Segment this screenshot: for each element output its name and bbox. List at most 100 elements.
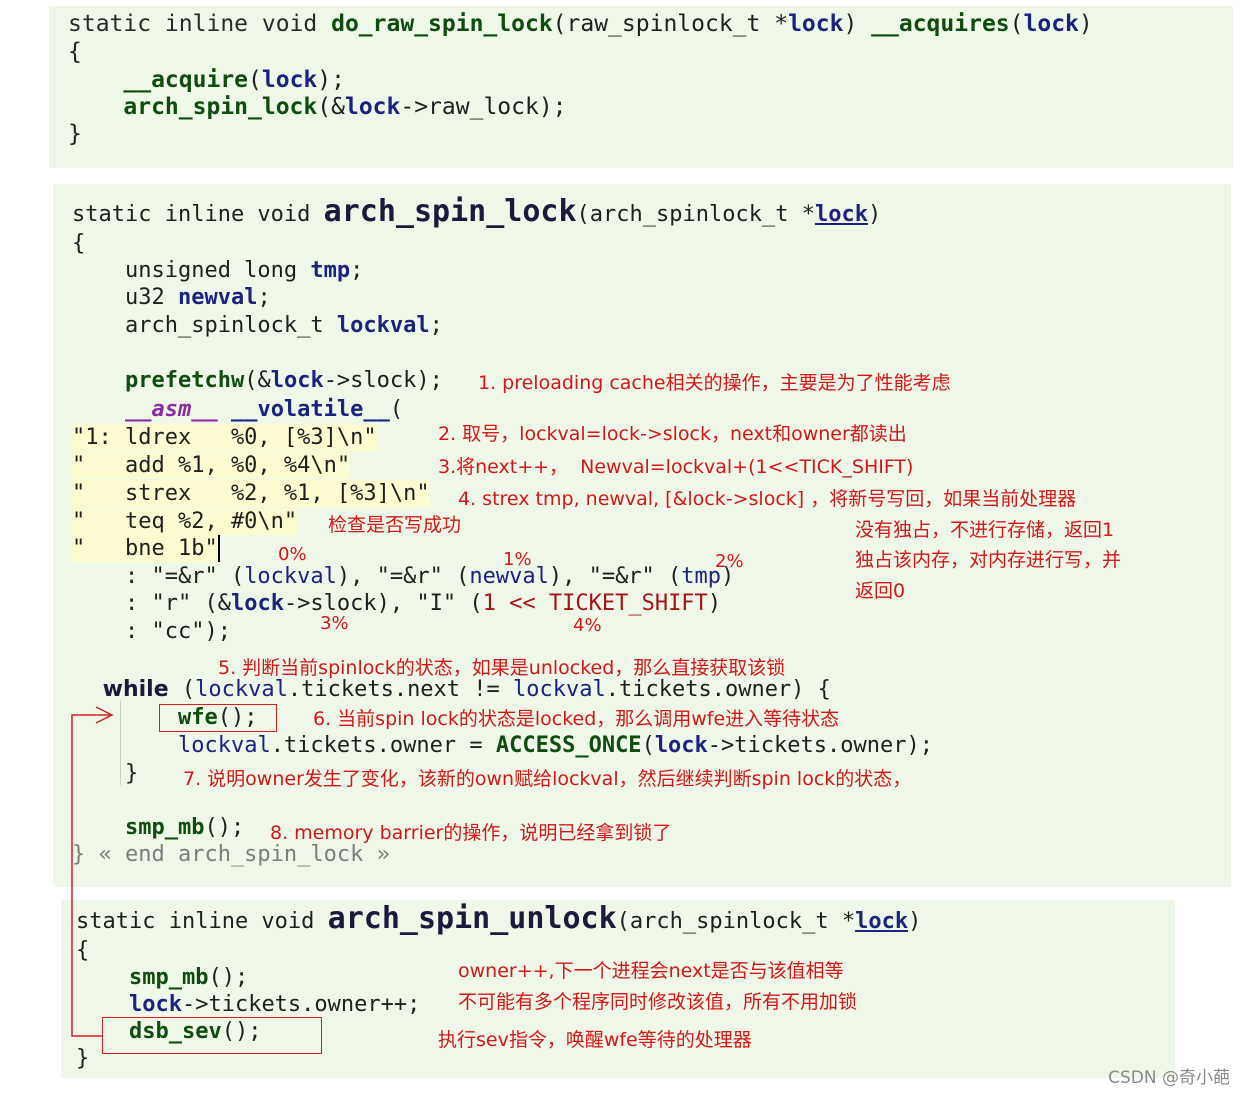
- code-token: (arch_spinlock_t *: [576, 202, 815, 227]
- code-block-do-raw-spin-lock: static inline void do_raw_spin_lock(raw_…: [68, 11, 1228, 161]
- code-token: (: [168, 677, 196, 702]
- code-token: lock: [1023, 11, 1079, 37]
- operand-label-3: 3%: [320, 613, 349, 634]
- code-token: __volatile__: [230, 397, 390, 422]
- code-token: __asm__: [124, 397, 218, 422]
- code-line: __asm__ __volatile__(: [72, 396, 403, 423]
- code-token: ACCESS_ONCE: [495, 733, 642, 758]
- code-line: lockval.tickets.owner = ACCESS_ONCE(lock…: [72, 732, 933, 759]
- code-panel-do-raw-spin-lock: [49, 6, 1233, 168]
- code-token: [72, 368, 125, 393]
- code-token: static inline void: [72, 202, 324, 227]
- code-token: : "=&r" (: [72, 564, 245, 589]
- code-token: ();: [204, 815, 245, 840]
- code-token: arch_spin_lock: [123, 94, 318, 120]
- asm-line: " add %1, %0, %4\n": [72, 452, 351, 479]
- annotation-8: 8. memory barrier的操作，说明已经拿到锁了: [270, 822, 672, 844]
- operand-label-4: 4%: [573, 615, 602, 636]
- code-token: lock: [230, 591, 284, 616]
- code-token: [76, 965, 129, 990]
- asm-line: "1: ldrex %0, [%3]\n": [72, 424, 377, 451]
- code-line: {: [68, 39, 82, 66]
- code-block-arch-spin-lock: static inline void arch_spin_lock(arch_s…: [72, 190, 1222, 880]
- code-token: ): [843, 11, 872, 37]
- code-token: tmp: [681, 564, 722, 589]
- annotation-4d: 返回0: [855, 580, 906, 602]
- code-token: lock: [855, 909, 909, 934]
- annotation-4b: 没有独占，不进行存储，返回1: [855, 519, 1115, 541]
- code-token: lock: [814, 202, 868, 227]
- code-token: }: [68, 121, 82, 147]
- code-token: ;: [429, 313, 443, 338]
- code-token: ->tickets.owner++;: [181, 992, 421, 1017]
- code-token: [72, 815, 125, 840]
- code-token: lock: [128, 992, 182, 1017]
- code-token: prefetchw: [124, 368, 245, 393]
- code-line: : "=&r" (lockval), "=&r" (newval), "=&r"…: [72, 563, 734, 590]
- code-line: dsb_sev();: [76, 1018, 261, 1045]
- code-token: 1 <<: [482, 591, 549, 616]
- code-token: dsb_sev: [128, 1019, 222, 1044]
- code-line: lock->tickets.owner++;: [76, 991, 420, 1018]
- code-line: while (lockval.tickets.next != lockval.t…: [72, 676, 831, 703]
- code-line: } « end arch_spin_lock »: [72, 842, 390, 867]
- code-token: {: [68, 39, 82, 65]
- wfe-highlight-box: [159, 704, 277, 732]
- function-name: arch_spin_lock: [323, 194, 577, 229]
- code-token: ;: [350, 258, 364, 283]
- code-line: {: [72, 231, 86, 256]
- code-line: wfe();: [72, 704, 258, 731]
- code-token: lockval: [177, 733, 271, 758]
- code-token: ): [1078, 11, 1093, 37]
- code-token: [72, 733, 178, 758]
- watermark: CSDN @奇小葩: [1108, 1068, 1230, 1088]
- annotation-7: 7. 说明owner发生了变化，该新的own赋给lockval，然后继续判断sp…: [183, 768, 912, 790]
- code-token: lock: [270, 368, 324, 393]
- code-line: arch_spinlock_t lockval;: [72, 312, 443, 339]
- code-token: while: [72, 677, 169, 702]
- fold-guide-line: [120, 700, 121, 785]
- code-token: ->slock), "I" (: [283, 591, 483, 616]
- code-panel-arch-spin-unlock: [61, 900, 1175, 1078]
- code-token: lock: [261, 67, 318, 93]
- code-line: __acquire(lock);: [68, 67, 345, 94]
- code-token: (: [641, 733, 655, 758]
- code-line: static inline void do_raw_spin_lock(raw_…: [68, 11, 1093, 38]
- code-token: lockval: [244, 564, 337, 589]
- annotation-4c: 独占该内存，对内存进行写，并: [855, 549, 1122, 571]
- code-token: [68, 67, 123, 93]
- code-token: ();: [208, 965, 249, 990]
- code-token: unsigned long: [72, 258, 311, 283]
- code-token: ): [908, 909, 922, 934]
- operand-label-2: 2%: [715, 551, 744, 572]
- operand-label-0: 0%: [278, 544, 307, 565]
- code-token: (: [389, 397, 404, 422]
- annotation-unlock-2: 不可能有多个程序同时修改该值，所有不用加锁: [458, 991, 858, 1013]
- annotation-check: 检查是否写成功: [328, 514, 462, 536]
- code-line: }: [68, 121, 82, 148]
- code-token: (arch_spinlock_t *: [616, 909, 856, 934]
- annotation-unlock-3: 执行sev指令，唤醒wfe等待的处理器: [438, 1029, 752, 1051]
- code-token: ): [867, 202, 882, 227]
- code-token: [76, 992, 129, 1017]
- code-token: ): [707, 591, 722, 616]
- code-token: (&: [244, 368, 271, 393]
- code-line: unsigned long tmp;: [72, 257, 363, 284]
- annotation-1: 1. preloading cache相关的操作，主要是为了性能考虑: [478, 372, 951, 394]
- code-token: ): [721, 564, 735, 589]
- code-token: __acquires: [871, 11, 1010, 37]
- annotation-3: 3.将next++， Newval=lockval+(1<<TICK_SHIFT…: [438, 456, 914, 478]
- code-line: {: [76, 938, 90, 963]
- code-token: );: [317, 67, 345, 93]
- code-token: ), "=&r" (: [336, 564, 470, 589]
- code-token: static inline void: [68, 11, 332, 37]
- function-signature: static inline void arch_spin_unlock(arch…: [76, 901, 921, 937]
- code-token: tmp: [310, 258, 351, 283]
- asm-line: " bne 1b": [72, 535, 220, 562]
- code-token: ->slock);: [323, 368, 443, 393]
- code-token: smp_mb: [124, 815, 205, 840]
- code-token: ;: [257, 285, 271, 310]
- code-token: ();: [217, 705, 258, 730]
- annotation-4: 4. strex tmp, newval, [&lock->slock] ，将新…: [458, 488, 1077, 510]
- code-token: __acquire: [123, 67, 249, 93]
